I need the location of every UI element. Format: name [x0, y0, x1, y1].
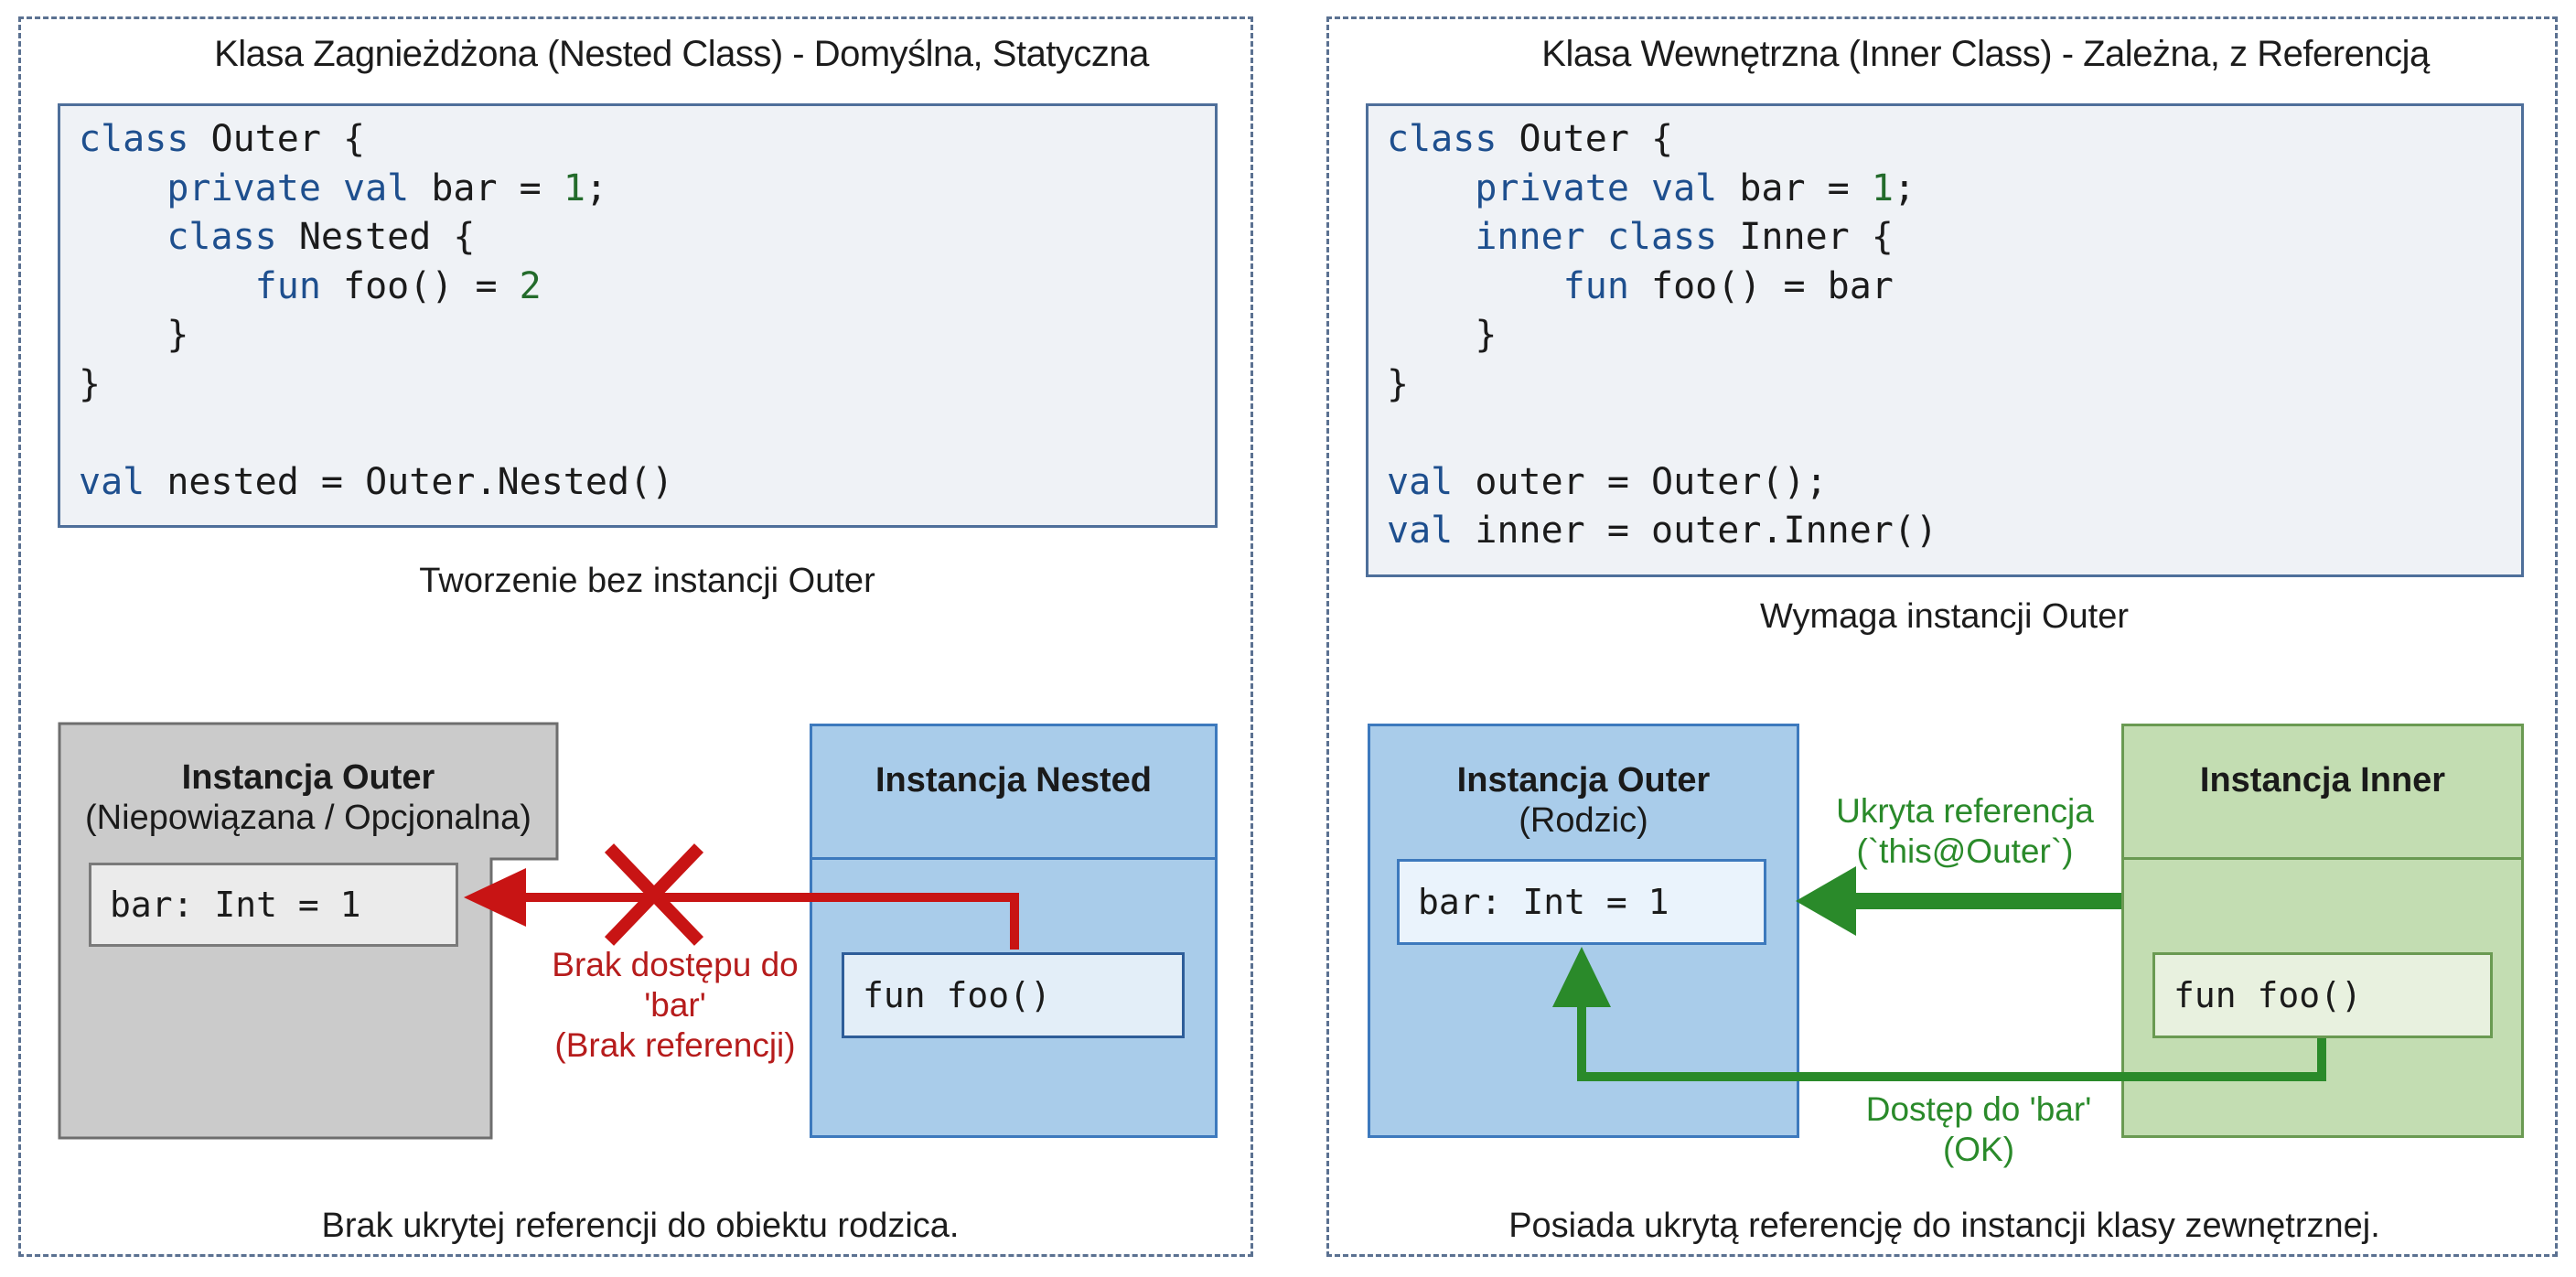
- access-line: (OK): [1942, 1131, 2015, 1168]
- keyword: val: [1387, 460, 1454, 503]
- code-line: }: [1387, 360, 2521, 410]
- number-literal: 1: [1871, 166, 1894, 209]
- no-access-line: Brak dostępu do: [552, 946, 799, 983]
- nested-instance-title: Instancja Nested: [875, 761, 1152, 799]
- outer-instance-subtitle: (Niepowiązana / Opcjonalna): [85, 799, 531, 837]
- nested-class-panel: Klasa Zagnieżdżona (Nested Class) - Domy…: [18, 16, 1253, 1257]
- keyword: class: [79, 118, 189, 160]
- code-line: fun foo() = bar: [1387, 263, 2521, 312]
- inner-instance-title: Instancja Inner: [2199, 761, 2446, 799]
- hidden-reference-arrow: [1796, 866, 2121, 936]
- code-line: fun foo() = 2: [79, 263, 1215, 312]
- access-label: Dostęp do 'bar' (OK): [1823, 1089, 2134, 1170]
- code-line: class Outer {: [79, 115, 1215, 165]
- panel-title: Klasa Zagnieżdżona (Nested Class) - Domy…: [214, 34, 1149, 74]
- code-text: ;: [1893, 166, 1916, 209]
- code-text: outer = Outer();: [1453, 460, 1828, 503]
- keyword: val: [79, 460, 145, 503]
- inner-class-panel: Klasa Wewnętrzna (Inner Class) - Zależna…: [1326, 16, 2558, 1257]
- number-literal: 2: [519, 264, 542, 307]
- caption-bottom: Posiada ukrytą referencję do instancji k…: [1508, 1207, 2380, 1245]
- keyword: val: [1387, 510, 1454, 552]
- code-block: class Outer { private val bar = 1; inner…: [1366, 103, 2524, 577]
- code-text: bar =: [409, 166, 564, 209]
- keyword: class: [1387, 118, 1497, 160]
- code-text: bar =: [1717, 166, 1872, 209]
- code-line: private val bar = 1;: [79, 165, 1215, 214]
- foo-method: fun foo(): [2152, 952, 2493, 1038]
- code-line: private val bar = 1;: [1387, 165, 2521, 214]
- code-text: inner = outer.Inner(): [1453, 510, 1938, 552]
- code-text: Nested {: [276, 216, 476, 258]
- close-icon: [604, 843, 704, 946]
- outer-instance-title: Instancja Outer: [1456, 761, 1711, 799]
- access-arrow: [1552, 947, 2326, 1081]
- keyword: fun: [254, 264, 321, 307]
- code-text: }: [166, 314, 189, 356]
- hidden-reference-label: Ukryta referencja (`this@Outer`): [1819, 791, 2111, 872]
- code-text: ;: [585, 166, 607, 209]
- code-text: Outer {: [188, 118, 366, 160]
- code-line: inner class Inner {: [1387, 213, 2521, 263]
- caption-bottom: Brak ukrytej referencji do obiektu rodzi…: [321, 1207, 960, 1245]
- code-line: val nested = Outer.Nested(): [79, 458, 1215, 508]
- number-literal: 1: [563, 166, 585, 209]
- code-text: }: [1387, 362, 1410, 405]
- code-block: class Outer { private val bar = 1; class…: [58, 103, 1218, 528]
- access-line: Dostęp do 'bar': [1865, 1090, 2092, 1128]
- caption-top: Wymaga instancji Outer: [1759, 597, 2130, 636]
- hidden-reference-line: Ukryta referencja: [1836, 792, 2094, 830]
- keyword: class: [166, 216, 277, 258]
- divider: [812, 857, 1215, 860]
- code-line: }: [79, 360, 1215, 410]
- code-line: class Outer {: [1387, 115, 2521, 165]
- caption-top: Tworzenie bez instancji Outer: [419, 562, 875, 600]
- code-text: foo() = bar: [1628, 264, 1894, 307]
- divider: [2124, 857, 2521, 860]
- keyword: private val: [166, 166, 410, 209]
- code-line: val inner = outer.Inner(): [1387, 507, 2521, 556]
- code-text: foo() =: [320, 264, 520, 307]
- code-text: Inner {: [1717, 216, 1894, 258]
- panel-title: Klasa Wewnętrzna (Inner Class) - Zależna…: [1541, 34, 2430, 74]
- code-line: }: [1387, 311, 2521, 360]
- keyword: private val: [1475, 166, 1718, 209]
- no-access-line: (Brak referencji): [554, 1026, 796, 1064]
- code-text: Outer {: [1497, 118, 1674, 160]
- outer-instance-title: Instancja Outer: [181, 758, 435, 797]
- code-line: class Nested {: [79, 213, 1215, 263]
- code-line: val outer = Outer();: [1387, 458, 2521, 508]
- foo-method: fun foo(): [842, 952, 1185, 1038]
- keyword: inner class: [1475, 216, 1718, 258]
- bar-field: bar: Int = 1: [1397, 859, 1766, 945]
- bar-field: bar: Int = 1: [89, 863, 458, 947]
- hidden-reference-line: (`this@Outer`): [1856, 832, 2074, 870]
- code-line: }: [79, 311, 1215, 360]
- code-text: nested = Outer.Nested(): [145, 460, 674, 503]
- keyword: fun: [1562, 264, 1629, 307]
- no-access-line: 'bar': [644, 986, 706, 1024]
- code-text: }: [1475, 314, 1497, 356]
- no-access-label: Brak dostępu do 'bar' (Brak referencji): [506, 945, 844, 1066]
- no-access-arrow: [464, 868, 1019, 950]
- code-text: }: [79, 362, 102, 405]
- outer-instance-subtitle: (Rodzic): [1519, 801, 1648, 840]
